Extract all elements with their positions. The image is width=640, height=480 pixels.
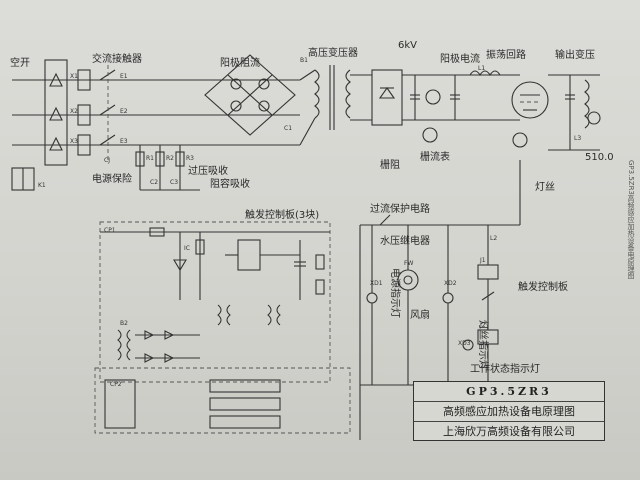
note-water-relay: 水压继电器 bbox=[380, 234, 430, 247]
air-switch-block bbox=[44, 59, 68, 166]
diode-row bbox=[135, 330, 200, 363]
note-trigger-board: 触发控制板(3块) bbox=[245, 208, 319, 221]
note-pb: 510.0 bbox=[585, 152, 614, 163]
label-x1: X1 bbox=[70, 73, 78, 80]
label-b1: B1 bbox=[300, 57, 308, 64]
title-subtitle: 高频感应加热设备电原理图 bbox=[414, 402, 604, 422]
note-anode-blocking: 阳极阻流 bbox=[220, 56, 260, 69]
three-phase-input-lines bbox=[12, 79, 300, 146]
label-fw: FW bbox=[404, 260, 413, 267]
anode-voltage-meter bbox=[425, 89, 441, 105]
label-cp2: CP2 bbox=[110, 381, 122, 388]
title-block: GP3.5ZR3 高频感应加热设备电原理图 上海欣万高频设备有限公司 bbox=[413, 381, 605, 441]
power-indicator-lamp bbox=[366, 292, 378, 304]
note-rc-absorb: 阻容吸收 bbox=[210, 177, 250, 190]
note-grid-current: 栅流表 bbox=[420, 150, 450, 163]
fuse-block bbox=[77, 69, 91, 156]
note-cooling-fan: 风扇 bbox=[410, 308, 430, 321]
label-x3: X3 bbox=[70, 138, 78, 145]
note-contactor: 交流接触器 bbox=[92, 52, 142, 65]
anode-choke bbox=[469, 70, 501, 77]
grid-current-meter bbox=[587, 111, 601, 125]
trigger-board-enclosure bbox=[94, 221, 351, 434]
note-over-voltage: 过压吸收 bbox=[188, 164, 228, 177]
high-voltage-transformer bbox=[299, 65, 351, 146]
label-j2: J2 bbox=[479, 322, 486, 329]
label-r1: R1 bbox=[146, 155, 154, 162]
note-control-board: 触发控制板 bbox=[518, 280, 568, 293]
rc-absorb-network bbox=[135, 145, 200, 191]
hv-rectifier bbox=[350, 69, 403, 126]
filament-indicator-lamp bbox=[442, 292, 454, 304]
oscillator-tube bbox=[511, 81, 549, 119]
title-company: 上海欣万高频设备有限公司 bbox=[443, 425, 575, 438]
label-l2: L2 bbox=[490, 235, 497, 242]
regulator-circuit bbox=[225, 239, 325, 300]
handwritten-annotations: 空开 交流接触器 电源保险 过压吸收 阻容吸收 阳极阻流 高压变压器 6kV 阳… bbox=[10, 40, 614, 375]
label-xd3: XD3 bbox=[458, 340, 471, 347]
label-xd1: XD1 bbox=[370, 280, 383, 287]
label-r3: R3 bbox=[186, 155, 194, 162]
note-hv-transformer: 高压变压器 bbox=[308, 46, 358, 59]
label-xd2: XD2 bbox=[444, 280, 457, 287]
label-c3: C3 bbox=[170, 179, 178, 186]
filament-meter bbox=[512, 132, 528, 148]
anode-current-meter bbox=[422, 127, 438, 143]
label-e3: E3 bbox=[120, 138, 128, 145]
control-transformer bbox=[11, 167, 35, 191]
scr-rectifier-bridge bbox=[204, 54, 296, 136]
label-b2: B2 bbox=[120, 320, 128, 327]
work-indicator-lamp bbox=[462, 339, 474, 351]
component-labels: K1 X1 X2 X3 E1 E2 E3 CJ R1 R2 R3 C1 C2 C… bbox=[38, 57, 581, 388]
note-6kv: 6kV bbox=[398, 40, 417, 51]
note-filament-indicator: 灯丝指示灯 bbox=[477, 320, 490, 370]
control-circuit bbox=[359, 160, 521, 440]
side-note: GP3.5ZR3高频感应加热设备电原理图 bbox=[627, 160, 635, 279]
label-cp1: CP1 bbox=[104, 227, 116, 234]
title-model: GP3.5ZR3 bbox=[414, 382, 604, 402]
label-j1: J1 bbox=[479, 257, 486, 264]
label-k1: K1 bbox=[38, 182, 46, 189]
cooling-fan bbox=[397, 269, 419, 291]
label-x2: X2 bbox=[70, 108, 78, 115]
label-cj: CJ bbox=[104, 157, 110, 164]
note-filament: 灯丝 bbox=[535, 181, 555, 193]
label-c1: C1 bbox=[284, 125, 292, 132]
note-work-indicator: 工作状态指示灯 bbox=[470, 362, 540, 375]
note-output-transformer: 输出变压 bbox=[555, 48, 595, 61]
note-air-switch: 空开 bbox=[10, 56, 30, 69]
label-c2: C2 bbox=[150, 179, 158, 186]
filter-section bbox=[402, 74, 520, 143]
note-anode-current: 阳极电流 bbox=[440, 52, 480, 65]
relay-coil-1 bbox=[477, 264, 499, 280]
contactor-switches bbox=[99, 65, 116, 160]
label-ic: IC bbox=[184, 245, 190, 252]
label-l1: L1 bbox=[478, 65, 485, 72]
label-l3: L3 bbox=[574, 135, 581, 142]
pulse-transformers bbox=[117, 304, 281, 361]
note-power-fuse: 电源保险 bbox=[92, 172, 132, 185]
label-e1: E1 bbox=[120, 73, 128, 80]
tank-circuit bbox=[512, 74, 601, 151]
connector-strips bbox=[104, 379, 281, 429]
note-grid-resistor: 栅阻 bbox=[380, 158, 400, 171]
note-power-indicator: 电源指示灯 bbox=[389, 268, 402, 318]
note-auto: 过流保护电路 bbox=[370, 202, 430, 215]
note-filter-choke: 振荡回路 bbox=[486, 48, 526, 61]
label-r2: R2 bbox=[166, 155, 174, 162]
label-e2: E2 bbox=[120, 108, 128, 115]
